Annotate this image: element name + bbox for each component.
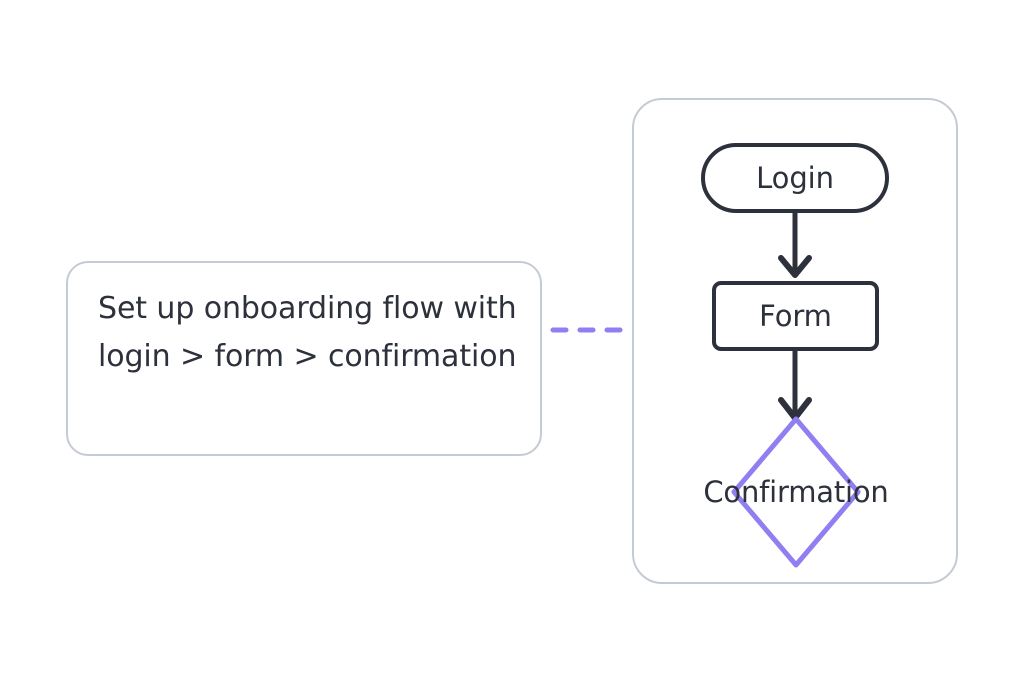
flow-node-login[interactable]: Login bbox=[701, 143, 889, 213]
flow-node-confirmation-label: Confirmation bbox=[703, 475, 889, 509]
note-card-text: Set up onboarding flow with login > form… bbox=[98, 291, 517, 374]
note-card[interactable]: Set up onboarding flow with login > form… bbox=[66, 261, 542, 456]
flow-node-form-label: Form bbox=[759, 299, 832, 333]
flow-node-confirmation[interactable]: Confirmation bbox=[673, 418, 919, 566]
flow-node-form[interactable]: Form bbox=[712, 281, 879, 351]
flow-node-login-label: Login bbox=[756, 161, 834, 195]
